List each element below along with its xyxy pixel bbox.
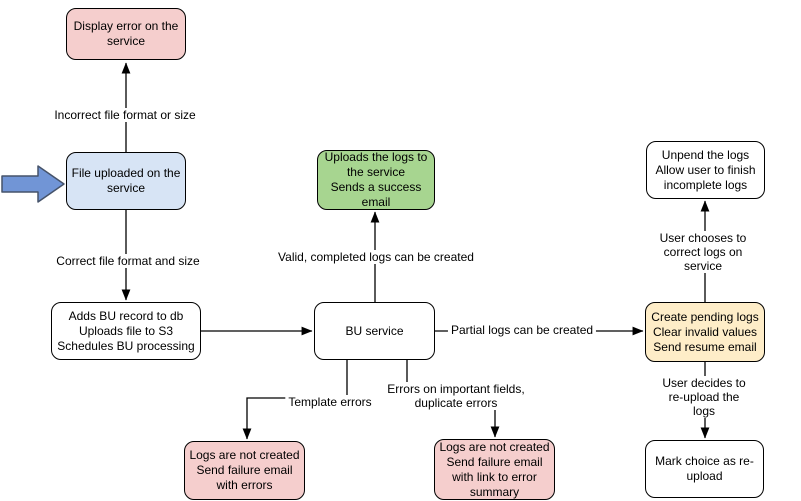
edge-label-correct-on-service: User chooses to correct logs on service bbox=[654, 231, 752, 273]
node-display-error: Display error on the service bbox=[66, 8, 186, 60]
node-unpend-logs: Unpend the logs Allow user to finish inc… bbox=[646, 141, 765, 199]
node-uploads-logs-success: Uploads the logs to the service Sends a … bbox=[317, 150, 435, 210]
node-logs-not-created-summary: Logs are not created Send failure email … bbox=[434, 439, 555, 500]
edge-label-field-errors: Errors on important fields, duplicate er… bbox=[384, 382, 528, 410]
start-pointer-arrow-icon bbox=[1, 165, 65, 203]
node-bu-service: BU service bbox=[314, 302, 435, 360]
edge-label-reupload: User decides to re-upload the logs bbox=[655, 376, 753, 418]
node-logs-not-created-errors: Logs are not created Send failure email … bbox=[184, 441, 305, 500]
edge-label-partial-logs: Partial logs can be created bbox=[447, 323, 597, 337]
edge-label-incorrect-format: Incorrect file format or size bbox=[51, 108, 199, 122]
edge-label-valid-logs: Valid, completed logs can be created bbox=[275, 250, 477, 264]
node-create-pending-logs: Create pending logs Clear invalid values… bbox=[645, 302, 765, 362]
node-file-uploaded: File uploaded on the service bbox=[66, 152, 186, 210]
node-adds-bu-record: Adds BU record to db Uploads file to S3 … bbox=[51, 302, 201, 360]
edge-label-template-errors: Template errors bbox=[285, 395, 375, 409]
edge-label-correct-format: Correct file format and size bbox=[53, 254, 203, 268]
node-mark-choice-reupload: Mark choice as re- upload bbox=[645, 440, 764, 498]
